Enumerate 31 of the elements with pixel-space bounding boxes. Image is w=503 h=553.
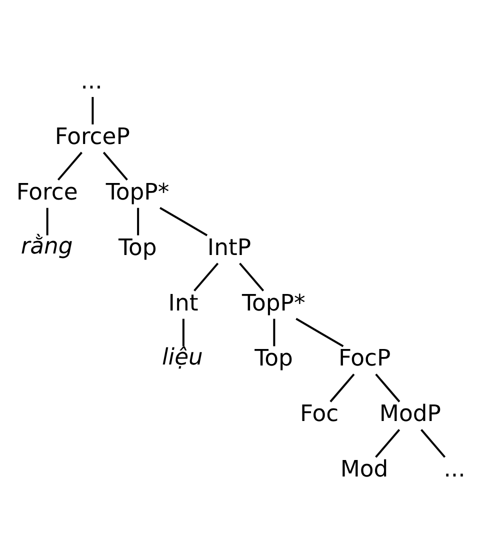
connector xyxy=(273,318,276,346)
connector xyxy=(160,206,208,236)
node-text: Foc xyxy=(300,400,339,427)
connector xyxy=(92,96,94,124)
node-text: Mod xyxy=(340,456,388,482)
connector xyxy=(375,428,400,458)
connector xyxy=(137,207,140,235)
connector xyxy=(46,207,48,235)
node-text: TopP* xyxy=(242,290,306,316)
node-text: Force xyxy=(16,178,78,205)
node-text: Top xyxy=(118,234,157,260)
connector xyxy=(330,373,355,402)
node-text: ... xyxy=(444,456,466,482)
connector xyxy=(239,262,264,291)
node-text: FocP xyxy=(338,345,391,372)
node-text: liệu xyxy=(162,344,203,370)
node-text: ForceP xyxy=(54,123,130,150)
node-text: ModP xyxy=(379,400,441,427)
node-text: rằng xyxy=(20,233,73,260)
node-text: ... xyxy=(80,68,102,94)
node-text: Top xyxy=(254,345,293,372)
node-text: TopP* xyxy=(106,178,170,205)
connector xyxy=(194,262,219,291)
connector xyxy=(182,318,184,346)
node-text: IntP xyxy=(207,234,252,260)
connector xyxy=(57,151,82,180)
connector xyxy=(102,151,128,180)
connector xyxy=(420,428,446,458)
node-text: Int xyxy=(168,290,198,316)
connector xyxy=(296,317,344,347)
connector xyxy=(375,373,400,402)
